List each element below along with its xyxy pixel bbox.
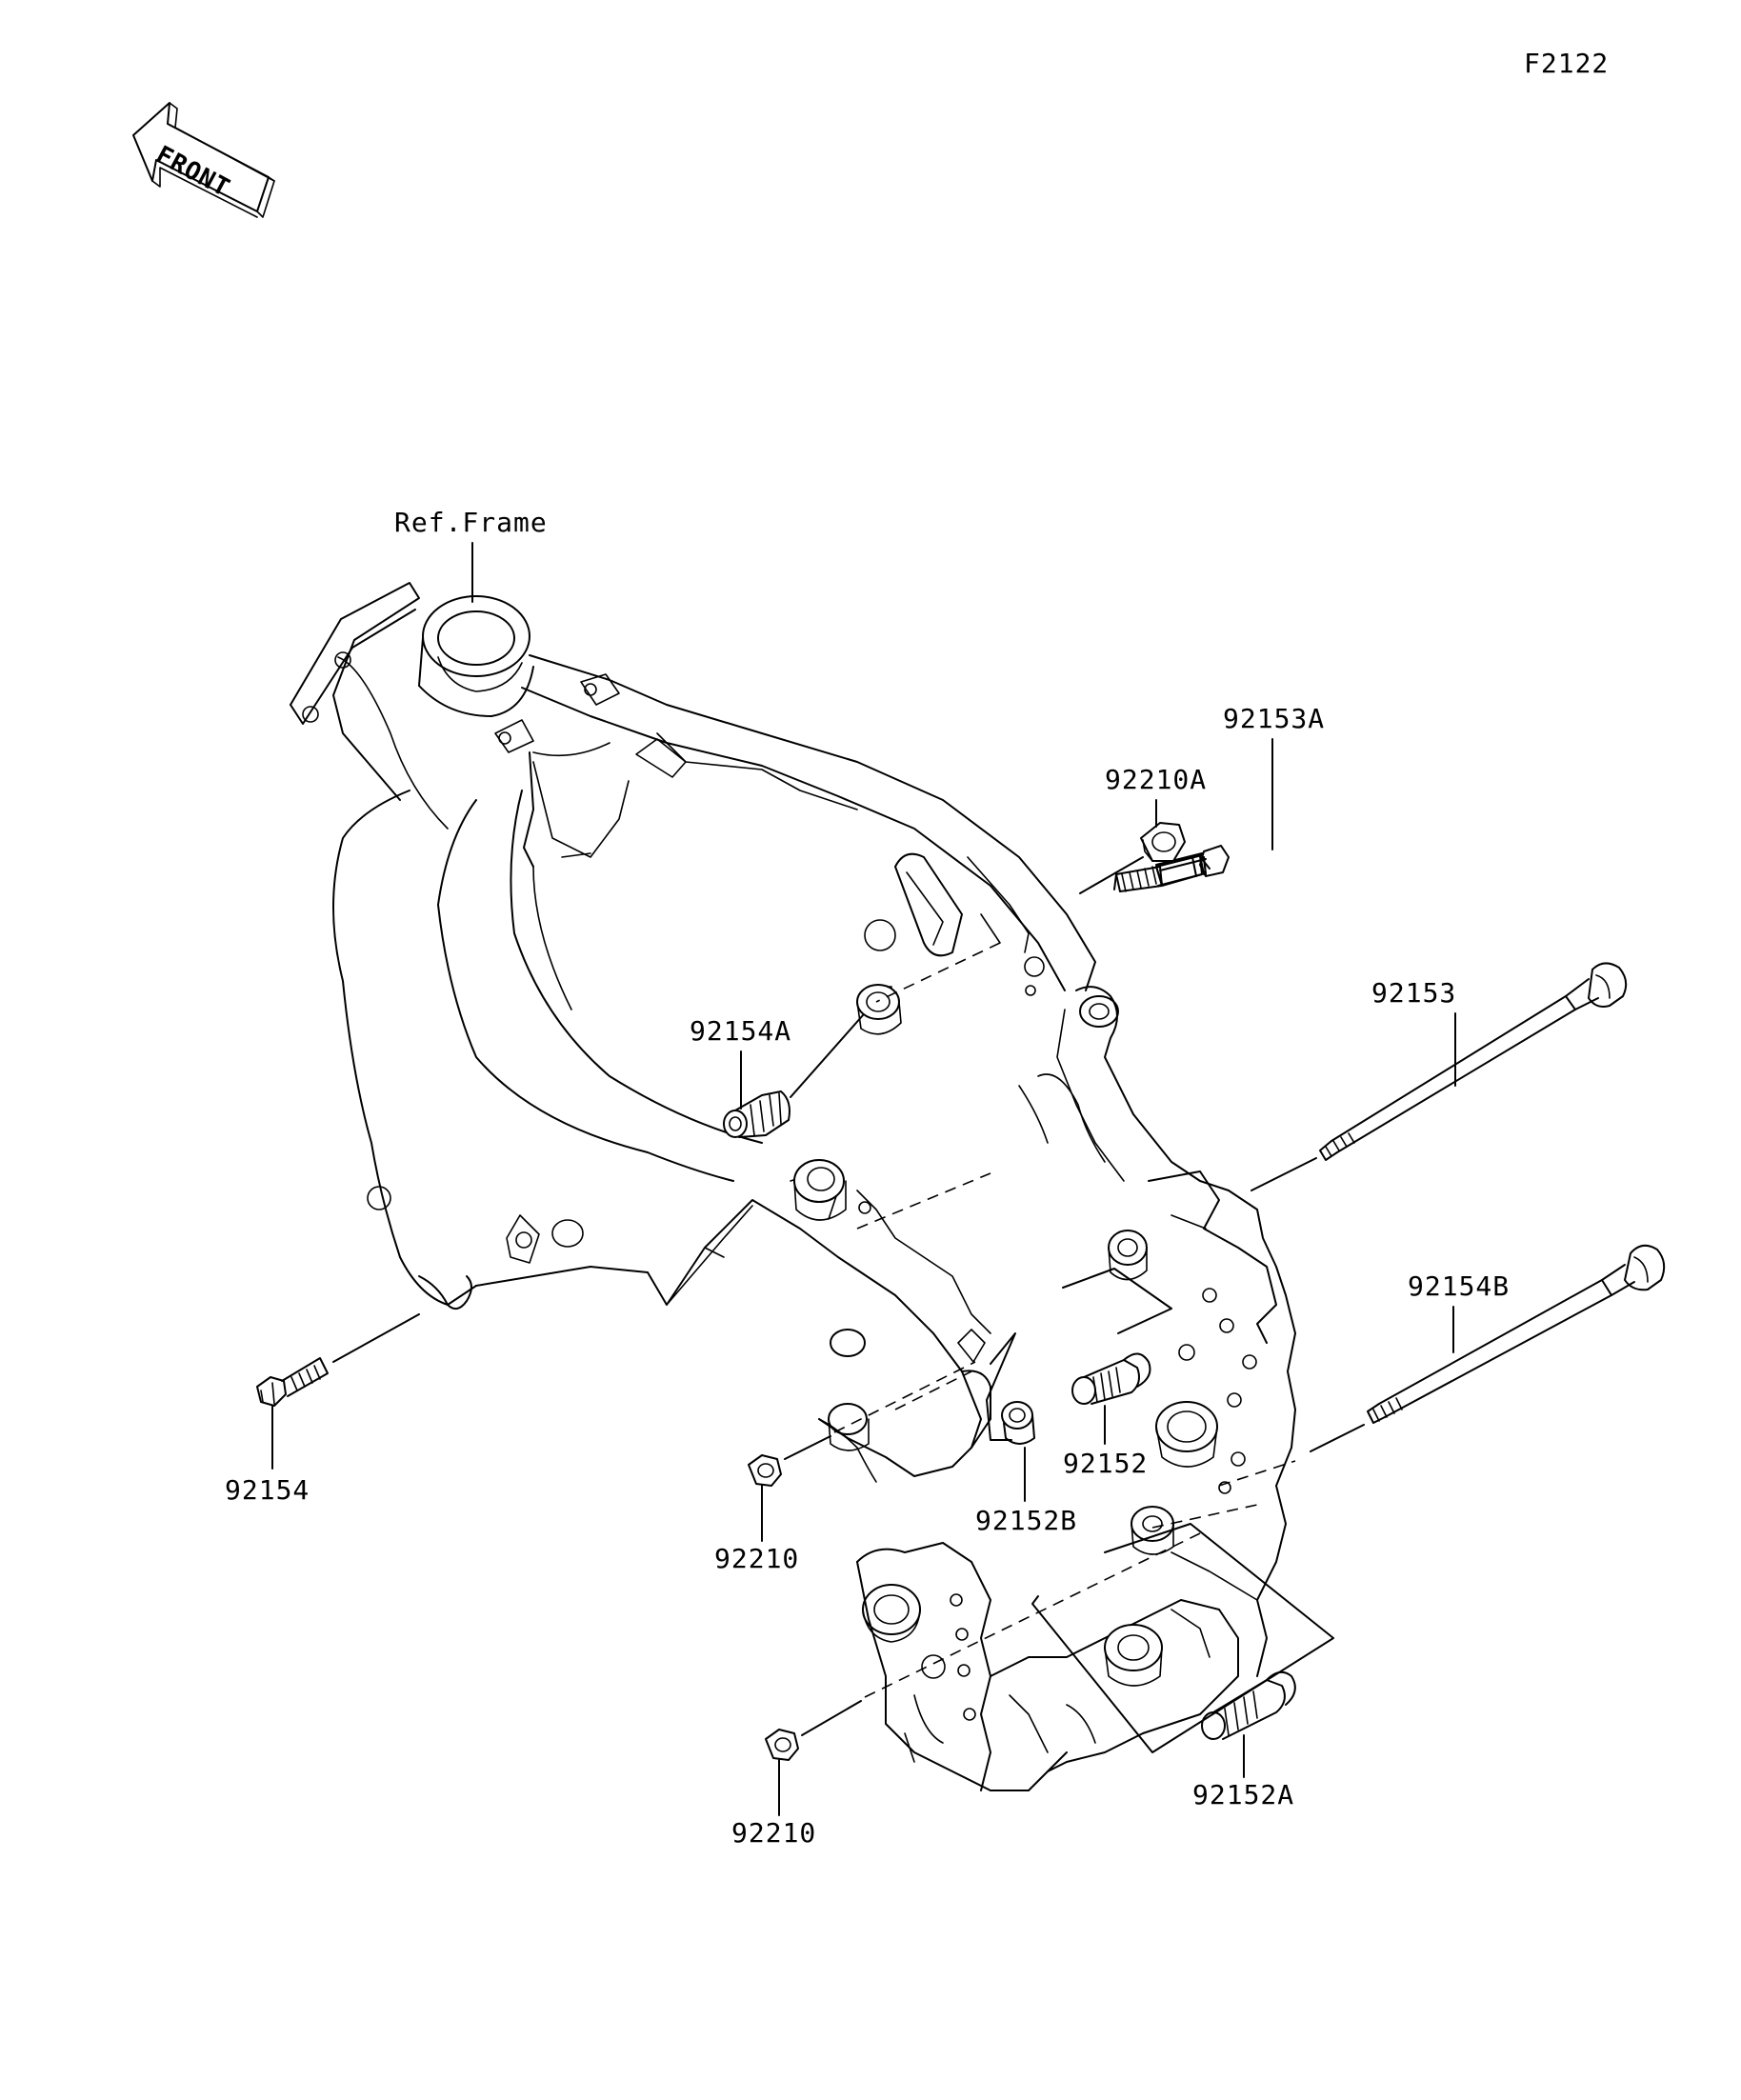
callout-92152b: 92152B (975, 1505, 1077, 1536)
leader-92152-bracket (1062, 1268, 1172, 1334)
callout-92210-lower: 92210 (731, 1817, 816, 1849)
leader-92210-lower-to-frame (801, 1700, 862, 1736)
ref-frame-label: Ref.Frame (394, 507, 548, 538)
upper-engine-mount-boss (856, 984, 900, 1020)
callout-92152a: 92152A (1192, 1779, 1294, 1810)
callout-92154: 92154 (225, 1474, 310, 1506)
callout-92153a: 92153A (1223, 703, 1325, 734)
callout-92210a: 92210A (1105, 764, 1207, 795)
steering-head (422, 595, 530, 677)
callout-92153: 92153 (1371, 977, 1456, 1009)
leader-92152a-bracket (1031, 1523, 1334, 1753)
leader-92152b-bracket (986, 1332, 1016, 1441)
front-direction-arrow-icon: FRONT (132, 102, 275, 218)
part-92210a-nut[interactable] (1140, 822, 1186, 862)
leader-92154b-to-frame (1310, 1424, 1365, 1452)
sheet-code: F2122 (1524, 48, 1609, 79)
leader-92154-to-frame (332, 1313, 420, 1363)
part-92153a-bolt[interactable] (1113, 845, 1230, 892)
part-92210-nut-lower[interactable] (765, 1729, 799, 1761)
leader-92210a (1079, 856, 1144, 894)
part-92154a-spacer[interactable] (723, 1090, 790, 1138)
callout-92152: 92152 (1063, 1448, 1148, 1479)
callout-92154a: 92154A (690, 1015, 791, 1047)
part-92210-nut-upper[interactable] (748, 1454, 782, 1487)
part-92152-spacer[interactable] (1071, 1352, 1151, 1405)
leader-92210-upper-to-frame (784, 1435, 831, 1460)
leader-92153-to-frame (1251, 1157, 1317, 1191)
leader-92154a-to-frame (790, 1014, 864, 1098)
part-92152a-spacer[interactable] (1201, 1670, 1296, 1740)
motorcycle-frame (290, 582, 1296, 1791)
spar-window (894, 852, 963, 957)
part-92153-long-bolt[interactable] (1319, 962, 1628, 1161)
callout-92210-upper: 92210 (714, 1543, 799, 1574)
part-92154b-long-bolt[interactable] (1367, 1244, 1666, 1424)
part-92154-bolt[interactable] (256, 1357, 329, 1407)
callout-92154b: 92154B (1408, 1270, 1510, 1302)
part-92152b-collar[interactable] (1001, 1401, 1035, 1445)
